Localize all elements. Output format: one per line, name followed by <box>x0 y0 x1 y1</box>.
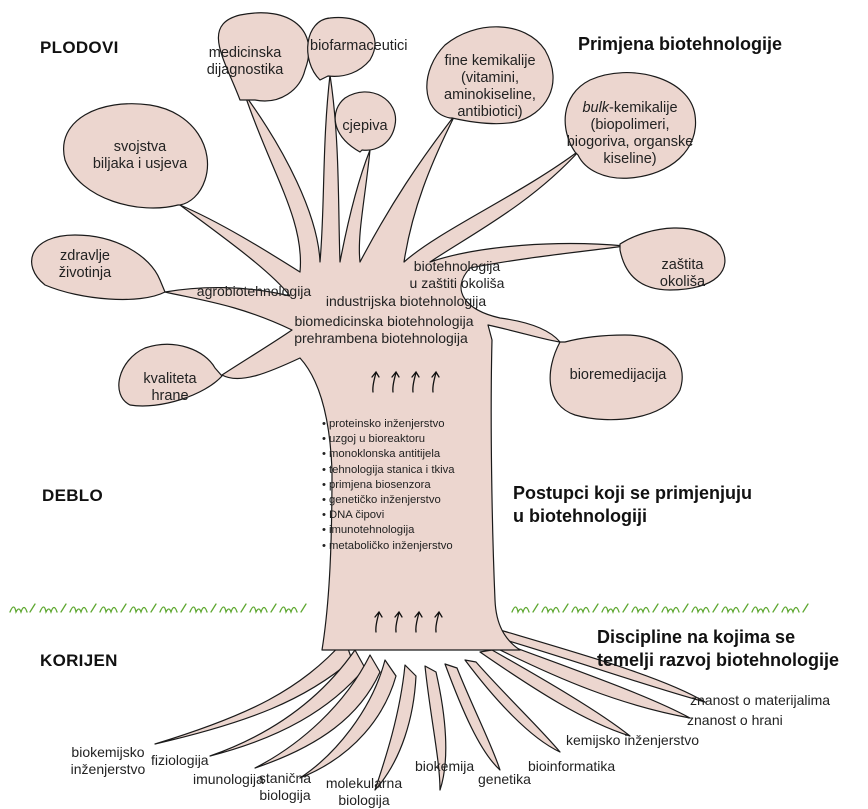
caption-procedures: Postupci koji se primjenjuju u biotehnol… <box>513 483 753 526</box>
list-item: proteinsko inženjerstvo <box>322 417 455 432</box>
root-food-science: znanost o hrani <box>687 712 783 728</box>
root-immunology: imunologija <box>193 771 264 787</box>
root-physiology: fiziologija <box>151 752 209 768</box>
list-item: tehnologija stanica i tkiva <box>322 463 455 478</box>
arrow-up-icon <box>434 610 443 633</box>
list-item: primjena biosenzora <box>322 478 455 493</box>
root-genetics: genetika <box>478 771 531 787</box>
bubble-bioremediation: bioremedijacija <box>569 367 667 383</box>
arrow-up-icon <box>374 610 383 633</box>
bubble-environment-protection: zaštita okoliša <box>659 257 706 290</box>
list-item: uzgoj u bioreaktoru <box>322 432 455 447</box>
section-fruits: PLODOVI <box>40 38 119 57</box>
bubble-biopharmaceuticals: biofarmaceutici <box>310 38 408 54</box>
grass-right <box>511 603 809 615</box>
bubble-plant-properties: svojstva biljaka i usjeva <box>92 139 188 172</box>
bubble-fine-chemicals: fine kemikalije (vitamini, aminokiseline… <box>444 53 536 120</box>
branch-industrial: industrijska biotehnologija <box>325 293 487 309</box>
list-item: metaboličko inženjerstvo <box>322 539 455 554</box>
arrow-up-icon <box>414 610 423 633</box>
root-materials-science: znanost o materijalima <box>690 692 831 708</box>
caption-applications: Primjena biotehnologije <box>578 34 783 54</box>
section-trunk: DEBLO <box>42 486 103 505</box>
branch-agrobiotech: agrobiotehnologija <box>196 283 312 299</box>
branch-biomedical: biomedicinska biotehnologija <box>294 313 474 329</box>
arrow-up-icon <box>391 370 400 393</box>
roots <box>154 629 706 791</box>
root-bioinformatics: bioinformatika <box>528 758 616 774</box>
bubble-vaccines: cjepiva <box>342 118 388 134</box>
procedures-list: proteinsko inženjerstvo uzgoj u bioreakt… <box>322 417 455 554</box>
list-item: DNA čipovi <box>322 508 455 523</box>
arrow-up-icon <box>431 370 440 393</box>
bubble-medical-diagnostics: medicinska dijagnostika <box>206 45 284 78</box>
root-chemical-eng: kemijsko inženjerstvo <box>566 732 700 748</box>
arrow-up-icon <box>394 610 403 633</box>
section-root: KORIJEN <box>40 651 118 670</box>
branch-food: prehrambena biotehnologija <box>294 330 468 346</box>
root-biochemistry: biokemija <box>415 758 475 774</box>
root-biochem-eng: biokemijsko inženjerstvo <box>70 744 146 777</box>
fruit-bubbles <box>31 12 726 421</box>
branch-env-biotech: biotehnologija u zaštiti okoliša <box>409 258 505 291</box>
arrow-up-icon <box>371 370 380 393</box>
bubble-food-quality: kvaliteta hrane <box>143 371 197 404</box>
grass-left <box>9 603 307 615</box>
trunk-and-branches <box>164 74 626 651</box>
list-item: genetičko inženjerstvo <box>322 493 455 508</box>
list-item: imunotehnologija <box>322 523 455 538</box>
root-cell-biology: stanična biologija <box>258 770 312 803</box>
root-molecular-biology: molekularna biologija <box>325 775 403 808</box>
arrow-up-icon <box>411 370 420 393</box>
caption-disciplines: Discipline na kojima se temelji razvoj b… <box>597 627 840 670</box>
bubble-bulk-chemicals: bulk-kemikalije (biopolimeri, biogoriva,… <box>566 100 694 167</box>
list-item: monoklonska antitijela <box>322 447 455 462</box>
bubble-animal-health: zdravlje životinja <box>58 248 112 281</box>
